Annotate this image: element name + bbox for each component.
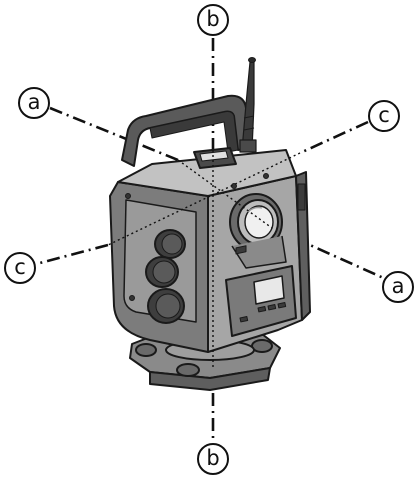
keypad-buttons [239,302,287,323]
display-keypad [225,245,297,337]
callout-a-bottom-right: a [382,271,414,303]
focus-knobs [145,229,186,324]
screw-detail [125,193,131,199]
screw-detail [263,173,269,179]
callout-b-bottom-label: b [206,446,219,470]
callout-b-bottom: b [197,443,229,475]
callout-c-bottom-left: c [4,252,36,284]
axis-c-upper [299,120,369,155]
display-screen [253,275,285,305]
axis-c-lower [35,243,109,266]
callout-b-top: b [197,4,229,36]
keypad-button [235,245,247,255]
total-station-instrument [109,57,311,391]
callout-a-bottom-right-label: a [392,274,405,298]
body-top [117,149,297,197]
axis-a-lower [271,226,389,282]
antenna [239,57,257,153]
callout-a-top-left-label: a [28,90,41,114]
side-latch [297,183,306,211]
foot-screw-left [135,343,157,357]
antenna-tip [248,57,256,63]
callout-c-bottom-left-label: c [14,255,26,279]
telescope-lens [229,193,287,269]
callout-c-top-right: c [368,100,400,132]
carry-handle [121,94,251,167]
foot-screw-right [251,339,273,353]
axis-a-upper [49,106,179,162]
antenna-base [239,139,257,153]
top-sight [193,147,237,169]
callout-a-top-left: a [18,87,50,119]
callout-b-top-label: b [206,7,219,31]
axis-hidden-segments [107,150,301,368]
callout-c-top-right-label: c [378,103,390,127]
foot-screw-front [176,363,200,377]
screw-detail [129,295,135,301]
